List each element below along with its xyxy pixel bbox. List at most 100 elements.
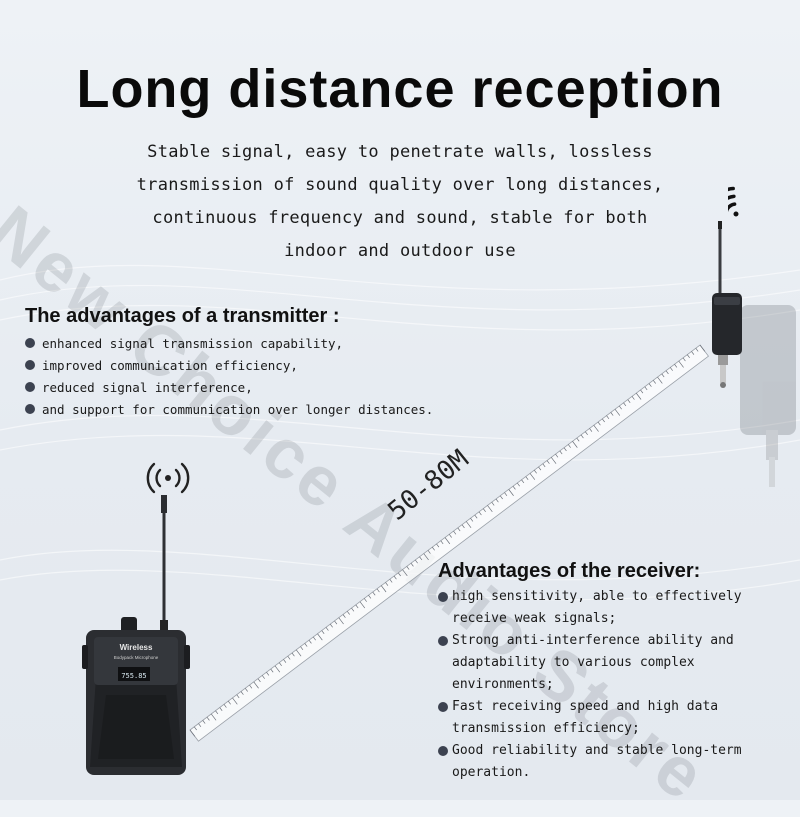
subtitle: Stable signal, easy to penetrate walls, …: [95, 136, 705, 268]
ruler-tick: [385, 582, 389, 586]
ruler-tick: [312, 636, 316, 641]
ruler-tick: [244, 688, 248, 692]
ruler-tick: [474, 514, 478, 519]
receiver-heading: Advantages of the receiver:: [438, 560, 701, 582]
subtitle-line: Stable signal, easy to penetrate walls, …: [147, 142, 653, 162]
list-item: Fast receiving speed and high data trans…: [438, 696, 798, 740]
ruler-tick: [538, 466, 542, 471]
bullet-icon: [25, 338, 35, 348]
receiver-device: Wireless Bodypack Microphone 755.85: [82, 495, 190, 775]
ruler-tick: [657, 376, 663, 384]
ruler-tick: [270, 668, 274, 673]
ruler-tick: [236, 694, 240, 699]
ruler-tick: [542, 463, 546, 468]
ruler-tick: [317, 633, 323, 641]
ruler-tick: [593, 424, 599, 432]
ruler-tick: [427, 550, 431, 554]
background-waves: [0, 0, 800, 800]
ruler-tick: [546, 460, 550, 464]
ruler-tick: [572, 441, 578, 448]
ruler-tick: [691, 351, 695, 355]
ruler-tick: [669, 367, 673, 371]
ruler-tick: [321, 630, 325, 634]
bullet-icon: [438, 702, 448, 712]
ruler-tick: [300, 646, 304, 650]
list-item-text: reduced signal interference,: [42, 379, 253, 395]
ruler-tick: [419, 556, 423, 561]
ruler-tick: [550, 457, 557, 464]
ruler-tick: [342, 614, 346, 618]
ruler-tick: [338, 617, 344, 625]
ruler-tick: [308, 639, 312, 644]
ruler-tick: [576, 437, 580, 442]
ruler-tick: [397, 572, 401, 577]
ruler-tick: [283, 659, 287, 663]
transmitter-heading: The advantages of a transmitter :: [25, 305, 340, 327]
list-item: improved communication efficiency,: [25, 354, 433, 376]
wifi-signal-icon: [728, 186, 739, 217]
ruler-tick: [351, 607, 355, 612]
ruler-tick: [618, 405, 622, 410]
distance-ruler: [189, 344, 709, 742]
bullet-icon: [438, 636, 448, 646]
ruler-tick: [291, 652, 295, 657]
ruler-tick: [440, 540, 444, 545]
page-title: Long distance reception: [76, 59, 724, 119]
ruler-tick: [287, 655, 291, 660]
ruler-tick: [402, 569, 408, 577]
ruler-tick: [580, 434, 584, 439]
ruler-tick: [652, 380, 656, 384]
ruler-tick: [563, 447, 567, 452]
ruler-tick: [325, 627, 329, 631]
ruler-tick: [559, 450, 563, 455]
ruler-tick: [261, 675, 265, 679]
ruler-tick: [644, 386, 648, 391]
subtitle-line: transmission of sound quality over long …: [136, 175, 664, 195]
ruler-tick: [631, 396, 635, 400]
ruler-tick: [210, 713, 217, 721]
list-item-text: Good reliability and stable long-term op…: [452, 743, 742, 780]
list-item: high sensitivity, able to effectively re…: [438, 586, 798, 630]
ruler-tick: [215, 710, 219, 715]
ruler-tick: [368, 595, 372, 599]
ruler-tick: [465, 521, 472, 529]
ruler-tick: [257, 678, 261, 683]
ruler-tick: [198, 723, 202, 727]
ruler-tick: [249, 684, 253, 689]
ruler-tick: [512, 485, 516, 490]
ruler-tick: [504, 492, 508, 496]
ruler-tick: [436, 543, 440, 548]
ruler-tick: [597, 421, 601, 426]
ruler-tick: [606, 415, 610, 419]
ruler-tick: [487, 505, 493, 513]
ruler-tick: [274, 665, 281, 673]
ruler-tick: [304, 643, 308, 647]
ruler-tick: [193, 726, 197, 731]
ruler-tick: [491, 501, 495, 506]
ruler-tick: [589, 428, 593, 432]
ruler-tick: [223, 704, 227, 708]
ruler-tick: [601, 418, 605, 423]
ruler-tick: [363, 598, 367, 602]
ruler-tick: [533, 469, 537, 474]
ruler-tick: [189, 729, 196, 737]
ruler-tick: [614, 408, 621, 416]
ruler-tick: [380, 585, 387, 593]
ruler-tick: [444, 537, 451, 545]
list-item-text: improved communication efficiency,: [42, 357, 298, 373]
subtitle-line: continuous frequency and sound, stable f…: [152, 208, 648, 228]
ruler-tick: [470, 518, 474, 522]
ruler-tick: [334, 620, 338, 625]
list-item-text: enhanced signal transmission capability,: [42, 335, 344, 351]
ruler-tick: [232, 697, 238, 705]
list-item: Good reliability and stable long-term op…: [438, 740, 798, 784]
transmitter-advantages-list: enhanced signal transmission capability,…: [25, 332, 433, 420]
ruler-tick: [640, 389, 644, 394]
ruler-tick: [355, 604, 359, 609]
ruler-tick: [410, 562, 414, 567]
list-item: reduced signal interference,: [25, 376, 433, 398]
receiver-advantages-list: high sensitivity, able to effectively re…: [438, 586, 798, 784]
transmitter-device: [712, 221, 796, 487]
ruler-tick: [695, 347, 699, 352]
ruler-tick: [635, 392, 642, 400]
